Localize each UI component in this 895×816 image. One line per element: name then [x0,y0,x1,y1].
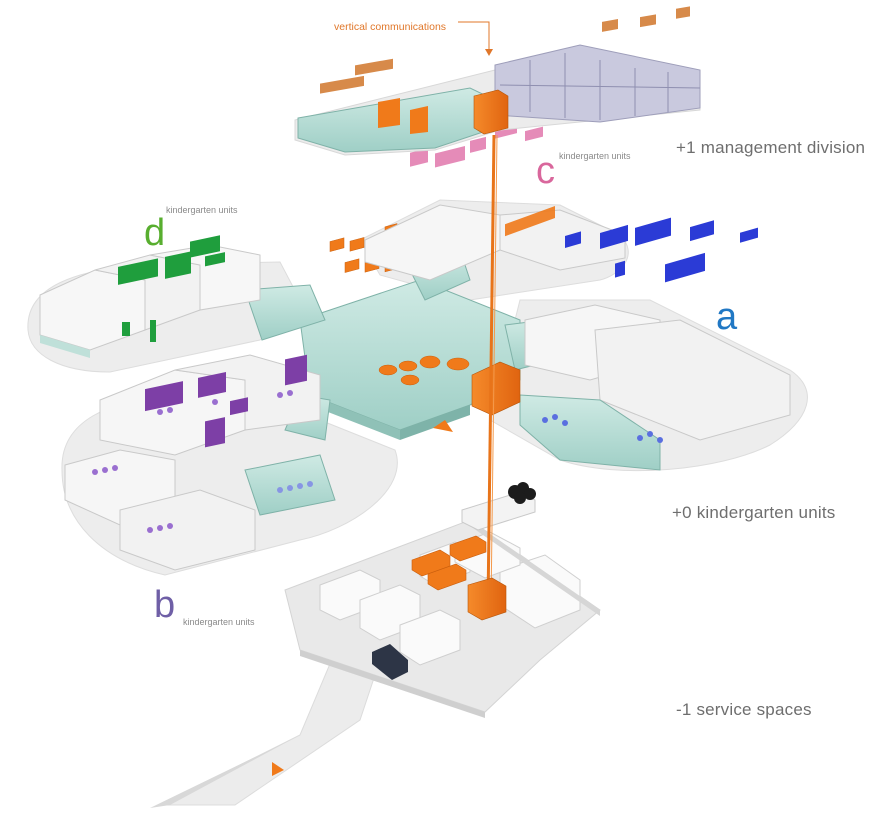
upper-orange-panel-2 [410,106,428,134]
unit-caption-d: kindergarten units [166,205,238,215]
wing-a-rooms [519,217,791,471]
service-van [372,644,408,680]
basement-stair-core [467,577,507,621]
callout-leader [458,21,490,50]
basement-level [150,519,601,808]
upper-orange-panel-1 [378,98,400,128]
unit-letter-c: c [536,150,555,192]
level-label-ground: +0 kindergarten units [672,503,836,522]
upper-level [294,6,701,156]
unit-caption-b: kindergarten units [183,617,255,627]
level-label-basement: -1 service spaces [676,700,812,719]
upper-furniture [320,6,690,94]
callout-arrowhead [485,49,493,56]
corridor-d [244,284,326,341]
level-label-upper: +1 management division [676,138,866,157]
upper-stair-core [473,89,509,135]
basement-storage [411,535,487,591]
unit-letter-b: b [154,584,176,626]
unit-letter-d: d [144,212,166,254]
tree [508,482,536,504]
upper-office-walls [499,53,701,120]
wing-b-rooms [64,354,336,571]
unit-letter-a: a [716,296,738,338]
upper-office-block [494,44,701,123]
ground-stair-core [471,361,521,416]
wing-d-rooms [39,235,261,358]
ground-level [27,105,808,576]
vertical-communications-label: vertical communications [334,21,447,33]
unit-caption-c: kindergarten units [559,151,631,161]
entrance-arrow [433,420,453,432]
ramp-arrow [272,762,284,776]
vertical-shaft [486,134,498,606]
wing-c-rooms [364,105,626,281]
